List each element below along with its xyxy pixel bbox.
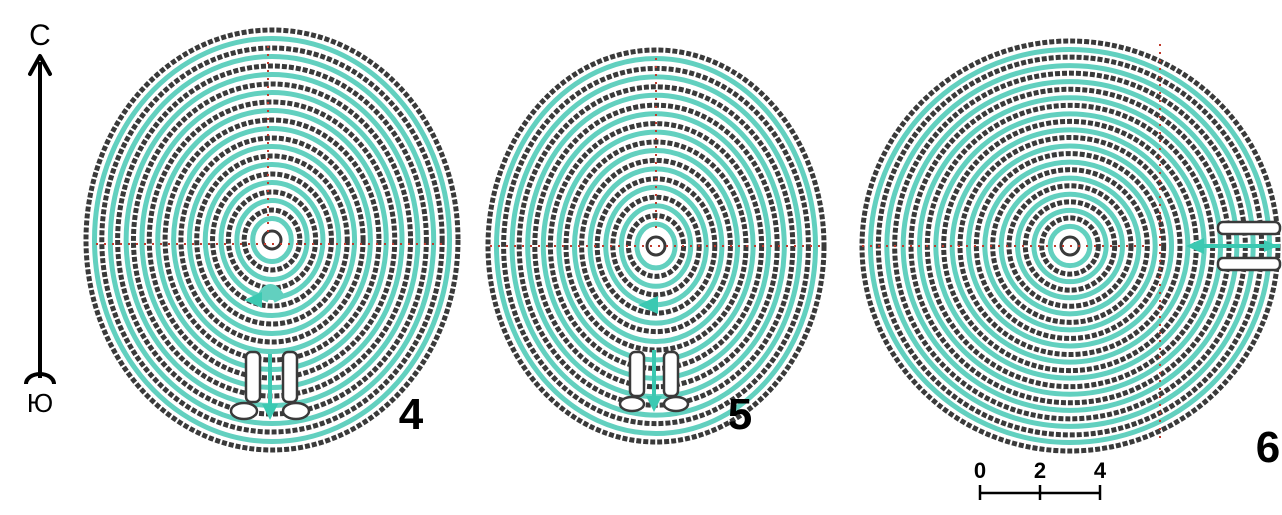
scale-bar: 0 2 4 bbox=[974, 458, 1107, 500]
scale-tick-4: 4 bbox=[1094, 458, 1107, 483]
labyrinth-6: 6 bbox=[862, 41, 1280, 472]
south-arc-icon bbox=[26, 374, 54, 384]
north-label: С bbox=[29, 19, 51, 52]
figure-number-4: 4 bbox=[399, 390, 424, 439]
labyrinth-4-center-stone bbox=[263, 231, 281, 249]
labyrinth-4: 4 bbox=[86, 30, 458, 450]
figure-number-5: 5 bbox=[728, 390, 752, 439]
south-label: Ю bbox=[27, 388, 53, 418]
scale-tick-0: 0 bbox=[974, 458, 986, 483]
labyrinth-5-center-stone bbox=[647, 237, 665, 255]
scale-tick-2: 2 bbox=[1034, 458, 1046, 483]
compass: С Ю bbox=[26, 19, 54, 418]
labyrinth-5: 5 bbox=[488, 50, 824, 442]
figure-number-6: 6 bbox=[1256, 423, 1280, 472]
